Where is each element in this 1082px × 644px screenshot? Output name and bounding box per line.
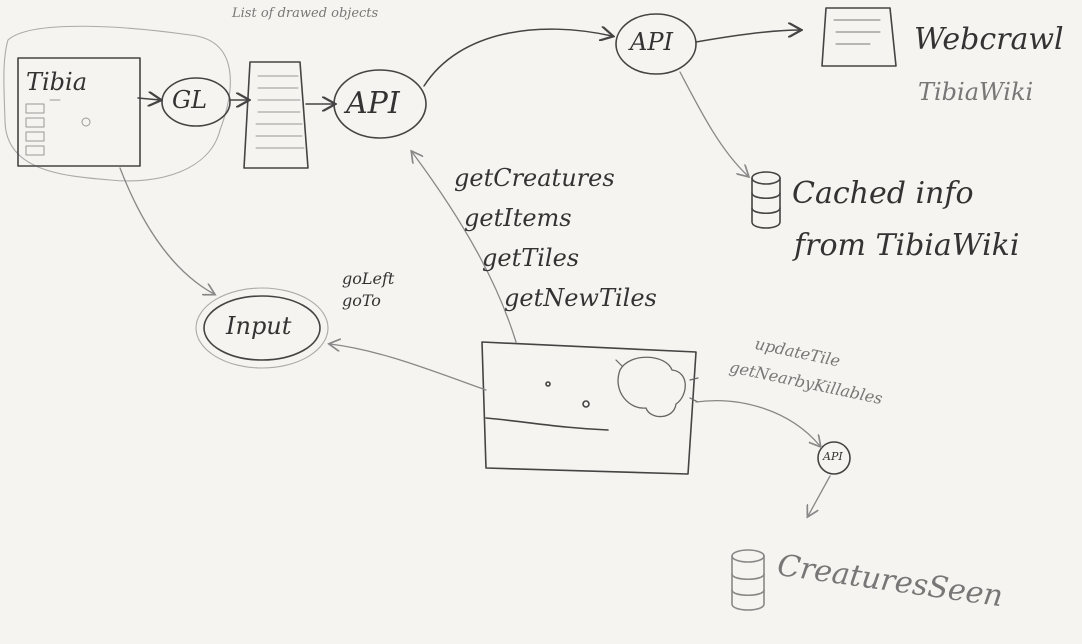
input-node <box>203 295 321 361</box>
local-api-label: API <box>346 86 400 121</box>
tibia-window <box>17 57 141 167</box>
gl-label: GL <box>172 86 208 114</box>
tibia-cloud <box>3 25 231 182</box>
drawn-list-caption: List of drawed objects <box>232 6 379 21</box>
arrow-screen-to-small-api <box>695 400 820 446</box>
remote-api-label: API <box>630 28 673 56</box>
creatures-seen-database-icon <box>731 549 765 611</box>
small-api-label: API <box>823 450 843 463</box>
api-call-get-creatures: getCreatures <box>454 164 615 192</box>
creature-blob <box>617 356 686 418</box>
cache-database-icon <box>751 171 781 229</box>
api-call-get-tiles: getTiles <box>482 244 580 272</box>
arrow-api-to-remote <box>423 29 612 87</box>
arrow-screen-to-input <box>330 344 487 391</box>
api-call-get-new-tiles: getNewTiles <box>504 284 657 312</box>
cached-from-label: from TibiaWiki <box>794 228 1020 263</box>
input-calls-list: goLeft goTo <box>342 268 394 312</box>
tibia-label: Tibia <box>26 68 88 96</box>
arrow-tibia-to-gl <box>137 98 160 100</box>
input-call-go-to: goTo <box>342 291 381 310</box>
arrow-screen-to-api <box>412 152 517 343</box>
remote-api-node <box>615 13 697 75</box>
api-calls-list: getCreatures getItems getTiles getNewTil… <box>454 158 657 318</box>
arrow-tibia-to-input <box>119 167 214 294</box>
input-label: Input <box>226 312 292 340</box>
webcrawl-label: Webcrawl <box>914 22 1064 57</box>
game-screen <box>481 341 697 475</box>
webcrawl-document-icon <box>821 7 897 67</box>
arrow-small-api-to-db <box>808 475 831 516</box>
cached-info-label: Cached info <box>792 176 974 211</box>
input-call-go-left: goLeft <box>342 269 395 288</box>
arrow-remote-to-cache <box>679 71 748 176</box>
drawn-objects-list <box>243 61 309 169</box>
api-call-get-items: getItems <box>464 204 572 232</box>
small-api-node <box>817 441 851 475</box>
tibiawiki-label: TibiaWiki <box>918 78 1034 106</box>
arrow-remote-to-webcrawl <box>695 30 800 43</box>
